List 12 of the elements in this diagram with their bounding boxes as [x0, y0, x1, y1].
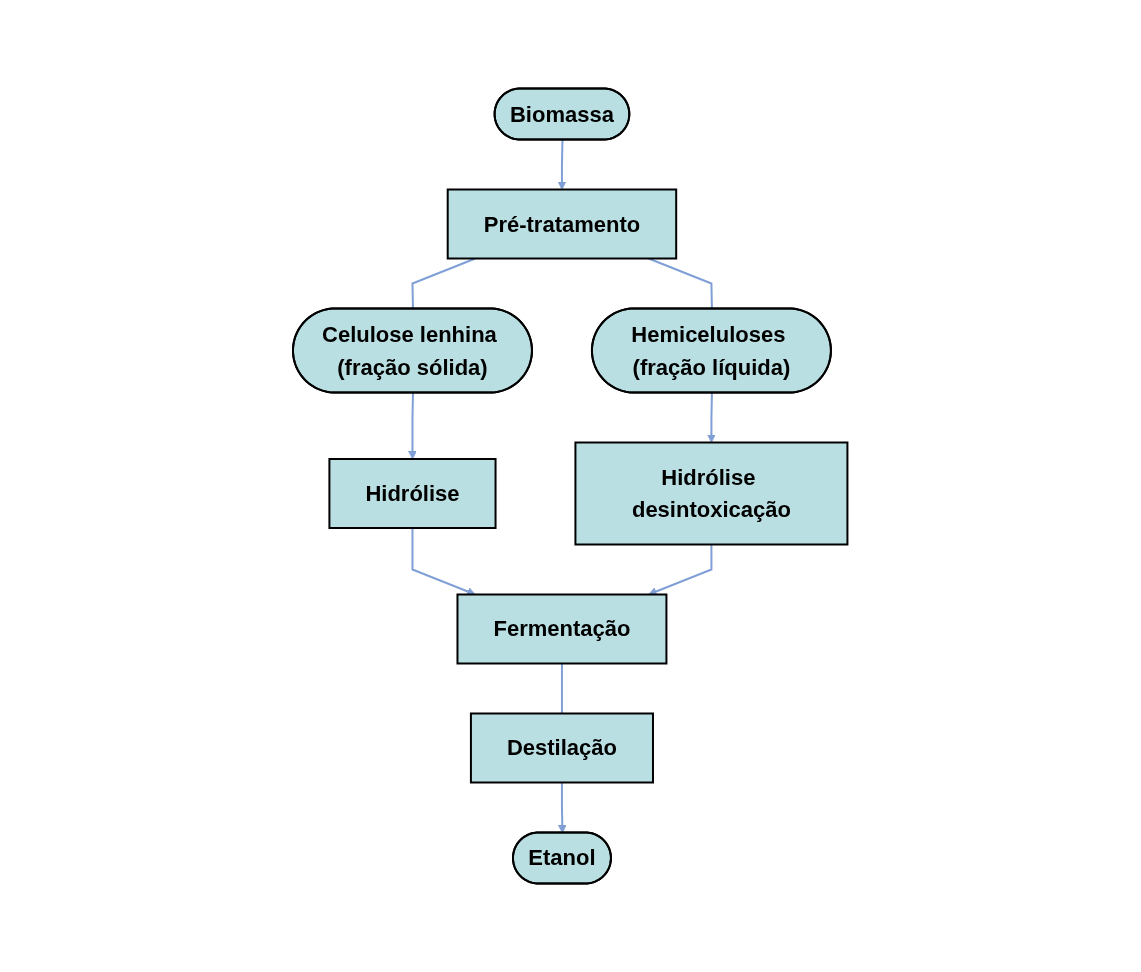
- node-box: Hidrólise desintoxicação: [574, 441, 849, 546]
- arrow: [707, 392, 717, 443]
- node-box: Hidrólise: [328, 458, 497, 529]
- node-box: Destilação: [470, 712, 655, 784]
- arrow: [411, 527, 476, 596]
- connector: [561, 662, 564, 715]
- arrow: [408, 392, 418, 460]
- node-box: Fermentação: [456, 593, 668, 665]
- arrow: [558, 781, 567, 834]
- arrow: [557, 139, 567, 190]
- node-box: Pré-tratamento: [447, 188, 678, 260]
- arrow: [648, 543, 713, 596]
